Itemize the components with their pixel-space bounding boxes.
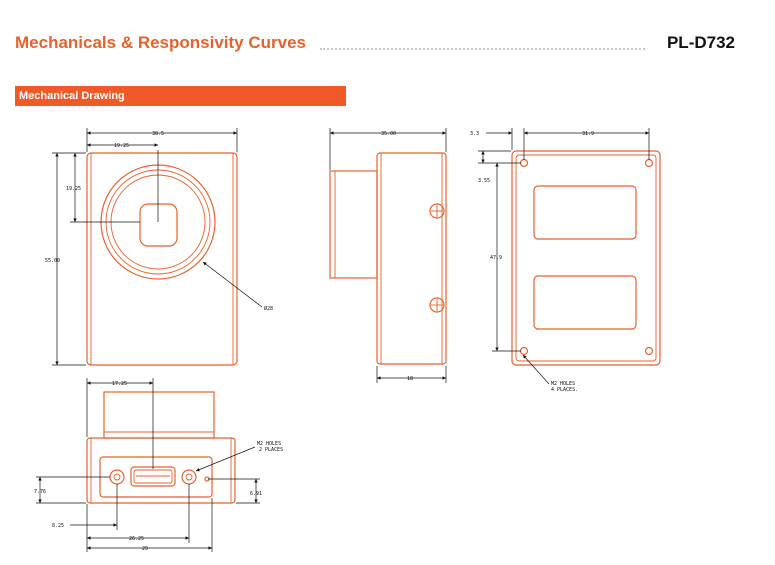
dim-front-half-height: 19.25 <box>66 186 81 192</box>
dim-back-edge-y: 3.55 <box>478 178 490 184</box>
back-holes-note-1: M2 HOLES <box>551 381 575 387</box>
dim-side-body-depth: 18 <box>407 376 413 382</box>
back-hole-tl <box>519 158 529 168</box>
bottom-view: 17.25 M2 HOLES 2 PLACES 7.76 6.91 8.25 2… <box>34 378 283 552</box>
front-view: 38.5 19.25 19.25 55.00 Ø28 <box>45 128 273 366</box>
back-hole-bl <box>519 346 529 356</box>
mount-hole-left <box>109 469 125 485</box>
model-number: PL-D732 <box>660 33 735 53</box>
dim-lens-diameter: Ø28 <box>264 305 273 312</box>
dim-bottom-hole1-x: 8.25 <box>52 523 64 529</box>
back-hole-br <box>644 346 654 356</box>
section-bar: Mechanical Drawing <box>15 86 346 106</box>
side-lens-mount <box>329 170 378 279</box>
bottom-holes-note-2: 2 PLACES <box>259 447 283 453</box>
back-label-top <box>533 185 637 240</box>
section-label: Mechanical Drawing <box>19 90 125 102</box>
page-title: Mechanicals & Responsivity Curves <box>15 33 313 53</box>
leader-dots <box>320 48 645 50</box>
back-body <box>511 150 661 366</box>
back-hole-tr <box>644 158 654 168</box>
mount-hole-right <box>181 469 197 485</box>
bottom-body <box>86 437 236 504</box>
sensor-window <box>139 203 178 247</box>
back-holes-note-2: 4 PLACES. <box>551 387 578 393</box>
screw-top <box>429 203 445 219</box>
bottom-lens-mount <box>103 391 215 439</box>
page-header: Mechanicals & Responsivity Curves PL-D73… <box>15 33 735 57</box>
back-label-bottom <box>533 275 637 330</box>
dim-front-height: 55.00 <box>45 258 60 264</box>
side-body <box>376 152 447 365</box>
dim-back-edge: 3.3 <box>470 131 479 137</box>
dim-back-hole-spacing-y: 47.9 <box>490 255 502 261</box>
side-view: 35.00 18 <box>329 128 447 383</box>
dim-bottom-left-height: 7.76 <box>34 489 46 495</box>
screw-bottom <box>429 297 445 313</box>
dim-bottom-right-height: 6.91 <box>250 491 262 497</box>
dim-front-width: 38.5 <box>152 131 164 137</box>
dim-back-hole-spacing-x: 31.9 <box>582 131 594 137</box>
back-view: 3.3 31.9 3.55 47.9 M2 HOLES 4 PLACES. <box>470 128 661 393</box>
front-body <box>86 152 238 366</box>
dim-bottom-hole2-x: 26.25 <box>129 536 144 542</box>
dim-bottom-center: 17.25 <box>112 381 127 387</box>
dim-bottom-total: 29 <box>142 546 148 552</box>
bottom-holes-note-1: M2 HOLES <box>257 441 281 447</box>
dim-front-half-width: 19.25 <box>114 143 129 149</box>
dim-side-depth: 35.00 <box>381 131 396 137</box>
